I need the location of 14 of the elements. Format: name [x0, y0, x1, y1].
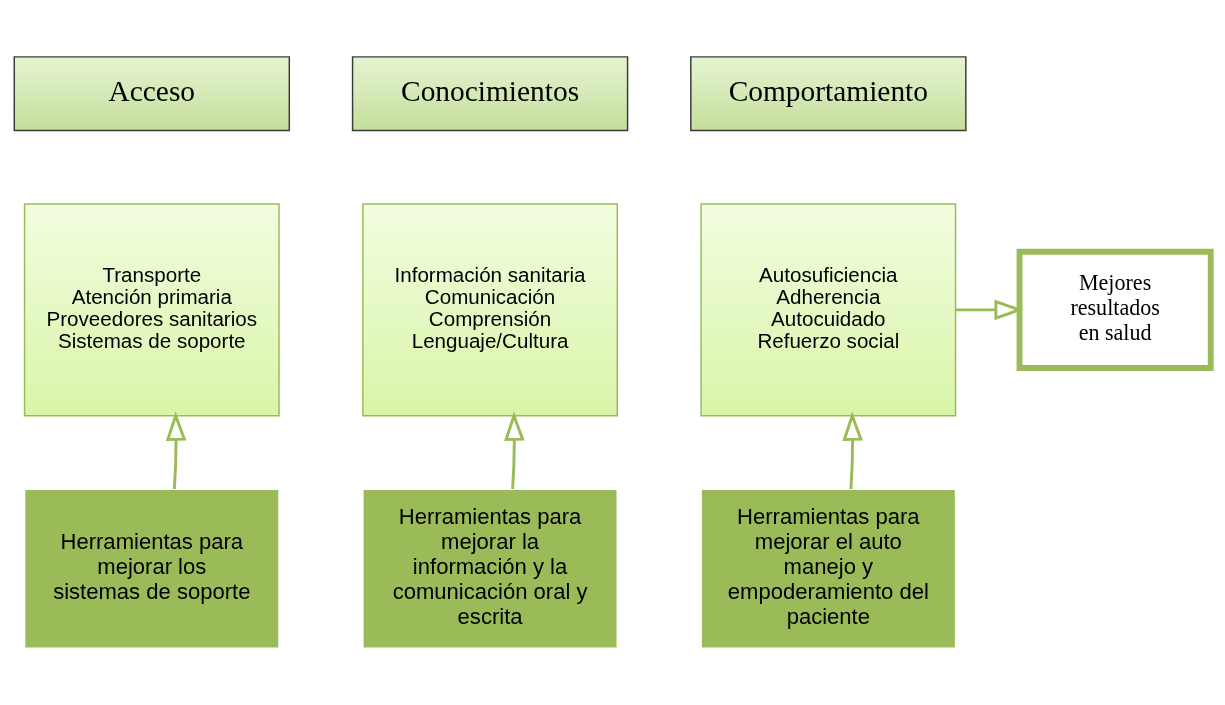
node-box: Conocimientos	[351, 56, 629, 132]
node-box: Mejores resultados en salud	[1016, 248, 1214, 371]
node-box: Herramientas para mejorar la información y la comunicación oral y escrita	[362, 488, 618, 649]
node-box: Herramientas para mejorar el auto manejo y empoderamiento del paciente	[700, 488, 957, 649]
node-box: Transporte Atención primaria Proveedores sanitarios Sistemas de soporte	[23, 203, 280, 417]
node-box: Herramientas para mejorar los sistemas de soporte	[23, 488, 280, 649]
node-box: Comportamiento	[690, 56, 967, 132]
arrow	[165, 411, 187, 490]
arrow	[956, 299, 1024, 321]
node-box: Información sanitaria Comunicación Comprensión Lenguaje/Cultura	[362, 203, 618, 417]
node-box: Autosuficiencia Adherencia Autocuidado Refuerzo social	[700, 203, 957, 417]
arrow	[504, 411, 525, 490]
arrow	[842, 411, 863, 490]
node-box: Acceso	[13, 56, 291, 132]
